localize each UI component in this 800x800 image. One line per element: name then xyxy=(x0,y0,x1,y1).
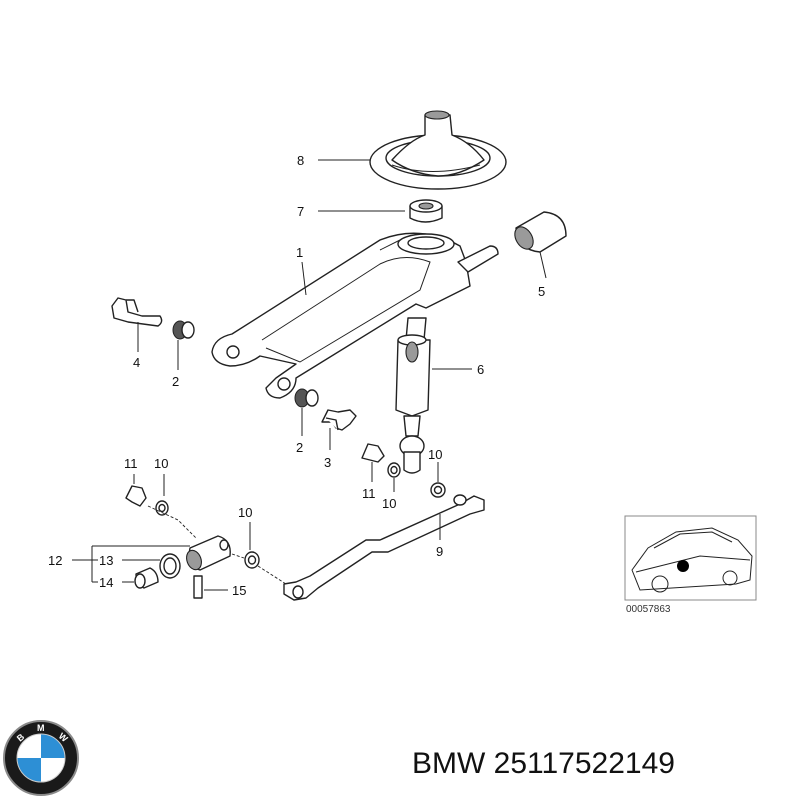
part-2-bushing-upper xyxy=(172,320,195,340)
callout-15: 15 xyxy=(232,583,246,598)
part-1-shift-frame xyxy=(211,232,499,399)
callout-3: 3 xyxy=(324,455,331,470)
part-9-selector-rod xyxy=(283,494,485,601)
part-12-joint-assembly xyxy=(186,535,231,571)
inset-code: 00057863 xyxy=(626,604,671,615)
callout-8: 8 xyxy=(297,153,304,168)
callout-1: 1 xyxy=(296,245,303,260)
part-6-shift-rod xyxy=(395,317,431,474)
part-2-bushing-lower xyxy=(294,388,319,408)
part-14-sleeve xyxy=(134,567,159,589)
callout-2-upper: 2 xyxy=(172,374,179,389)
callout-13: 13 xyxy=(99,553,113,568)
part-11-clip-left xyxy=(125,485,147,507)
logo-letter-b: B xyxy=(15,731,27,743)
callout-9: 9 xyxy=(436,544,443,559)
part-10-washer-right xyxy=(244,551,260,569)
bmw-logo: B M W xyxy=(3,720,79,796)
callout-10-right: 10 xyxy=(238,505,252,520)
part-8-shift-boot xyxy=(369,110,507,190)
callout-12: 12 xyxy=(48,553,62,568)
location-marker xyxy=(677,560,689,572)
callout-6: 6 xyxy=(477,362,484,377)
part-11-clip-center xyxy=(361,443,385,463)
part-5-sleeve xyxy=(514,211,567,253)
inset-car-locator xyxy=(624,515,757,601)
callout-4: 4 xyxy=(133,355,140,370)
callout-10-center-a: 10 xyxy=(382,496,396,511)
callout-11-left: 11 xyxy=(124,456,138,471)
callout-14: 14 xyxy=(99,575,113,590)
callout-11-center: 11 xyxy=(362,486,376,501)
part-15-pin xyxy=(193,575,203,599)
callout-7: 7 xyxy=(297,204,304,219)
part-number-label: BMW 25117522149 xyxy=(412,747,675,780)
callout-10-left: 10 xyxy=(154,456,168,471)
callout-2-lower: 2 xyxy=(296,440,303,455)
logo-letter-m: M xyxy=(37,723,45,733)
part-7-bushing xyxy=(409,199,443,223)
callout-10-center-b: 10 xyxy=(428,447,442,462)
part-4-clip xyxy=(111,297,163,327)
callout-5: 5 xyxy=(538,284,545,299)
part-10-washer-center-a xyxy=(387,462,401,478)
part-3-clip xyxy=(321,409,357,431)
part-13-ring xyxy=(159,553,181,579)
part-10-washer-center-b xyxy=(430,482,446,498)
